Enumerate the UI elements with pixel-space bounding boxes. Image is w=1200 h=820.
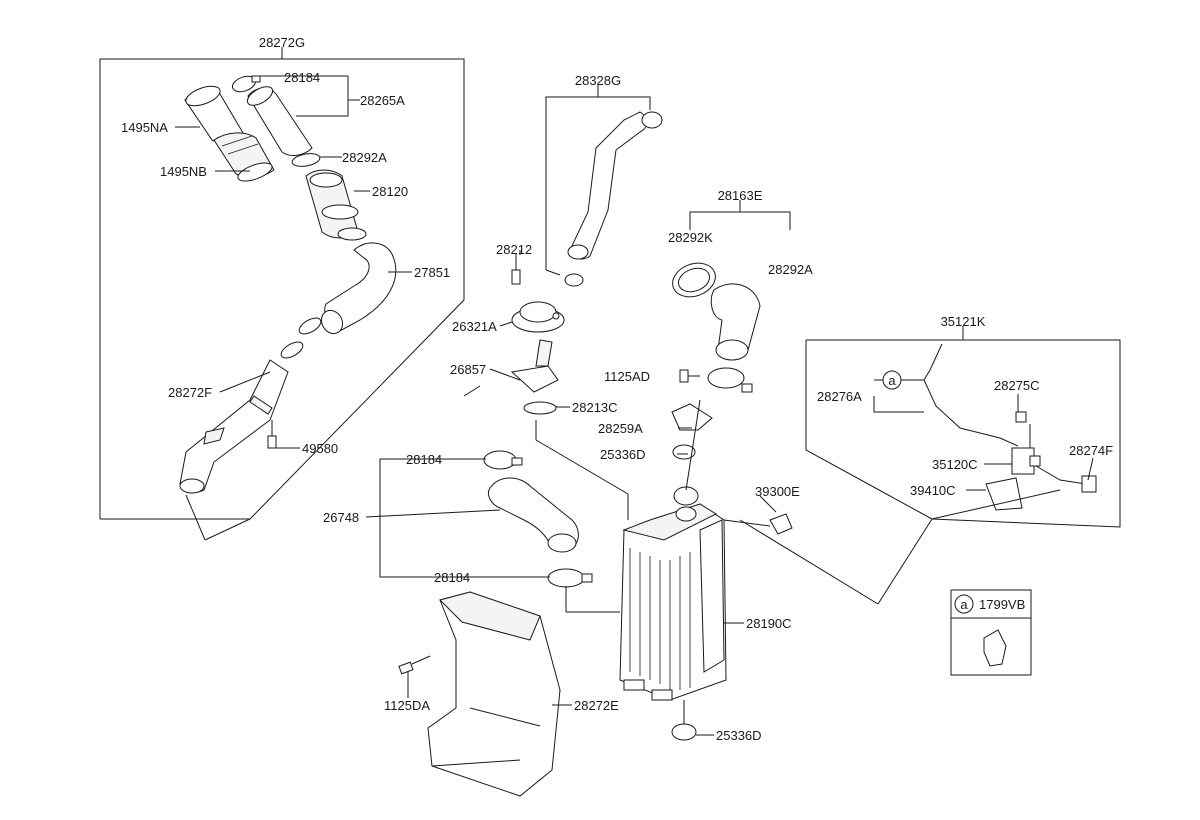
part-39410C-bracket <box>985 477 1023 511</box>
part-1495NB-hose <box>213 132 275 182</box>
part-39300E-sensor <box>723 513 793 535</box>
part-28328G-hose <box>564 111 663 287</box>
label-39300E: 39300E <box>755 484 800 499</box>
label-26857: 26857 <box>450 362 486 377</box>
part-28184-clamp-upper <box>483 450 523 470</box>
label-1495NA: 1495NA <box>121 120 168 135</box>
part-28272F-pipe <box>179 359 289 494</box>
label-28184-upper: 28184 <box>406 452 442 467</box>
label-28184-lower: 28184 <box>434 570 470 585</box>
part-28190C-intercooler <box>619 486 727 701</box>
label-26748: 26748 <box>323 510 359 525</box>
part-clamps-mid <box>280 317 322 359</box>
label-26321A: 26321A <box>452 319 497 334</box>
part-25336D-grommet-top <box>672 444 696 460</box>
label-28212: 28212 <box>496 242 532 257</box>
part-28163E-hose <box>710 283 761 361</box>
part-28275C-clip <box>1015 411 1031 448</box>
label-28259A: 28259A <box>598 421 643 436</box>
label-28120: 28120 <box>372 184 408 199</box>
label-28292A-right: 28292A <box>768 262 813 277</box>
label-28274F: 28274F <box>1069 443 1113 458</box>
label-28184-top: 28184 <box>284 70 320 85</box>
group-26748 <box>365 458 501 578</box>
label-28276A: 28276A <box>817 389 862 404</box>
part-49580-bolt <box>267 420 277 449</box>
legend-marker-a-label: a <box>960 597 968 612</box>
label-25336D-top: 25336D <box>600 447 646 462</box>
part-28259A-bracket <box>671 403 713 431</box>
label-1125DA: 1125DA <box>384 698 430 713</box>
part-28265A-hose <box>246 86 313 156</box>
group-28163E <box>689 200 791 230</box>
label-1495NB: 1495NB <box>160 164 207 179</box>
label-27851: 27851 <box>414 265 450 280</box>
label-1799VB: 1799VB <box>979 597 1025 612</box>
part-28120-coupler <box>305 169 367 241</box>
label-49580: 49580 <box>302 441 338 456</box>
part-28292A-clamp-left <box>291 153 321 167</box>
marker-a-label: a <box>888 373 896 388</box>
label-28213C: 28213C <box>572 400 618 415</box>
part-35121K-tube <box>923 343 1097 493</box>
group-35121K <box>805 326 1121 528</box>
label-28292A-left: 28292A <box>342 150 387 165</box>
part-28213C-gasket <box>523 401 557 415</box>
part-1125AD-bolt <box>679 369 689 383</box>
group-28328G <box>545 85 651 276</box>
label-28190C: 28190C <box>746 616 792 631</box>
part-35120C-valve <box>1011 447 1041 475</box>
legend-1799VB <box>950 589 1032 676</box>
label-25336D-bottom: 25336D <box>716 728 762 743</box>
marker-a-legend: a <box>954 594 974 614</box>
part-labels: 28272G 28184 28265A 1495NA 1495NB 28292A… <box>121 35 1113 743</box>
leader-lines <box>175 75 1094 736</box>
part-26857-housing <box>510 339 559 393</box>
label-28275C: 28275C <box>994 378 1040 393</box>
part-25336D-grommet-bottom <box>671 700 697 741</box>
group-28272G <box>99 47 465 541</box>
marker-a-group: a <box>882 370 902 390</box>
label-39410C: 39410C <box>910 483 956 498</box>
label-35121K: 35121K <box>941 314 986 329</box>
label-28272G: 28272G <box>259 35 305 50</box>
label-28272F: 28272F <box>168 385 212 400</box>
part-28292K-clamp <box>672 262 716 298</box>
label-28292K: 28292K <box>668 230 713 245</box>
part-28272E-duct <box>427 591 561 797</box>
part-1125DA-bolt <box>398 655 431 675</box>
label-28163E: 28163E <box>718 188 763 203</box>
part-28292A-clamp-right <box>707 367 753 393</box>
label-35120C: 35120C <box>932 457 978 472</box>
part-28212-bolt <box>511 254 521 285</box>
part-28184-clamp-top <box>231 75 261 93</box>
part-28184-clamp-lower <box>547 568 593 588</box>
part-26321A-valve <box>511 301 565 333</box>
label-1125AD: 1125AD <box>604 369 650 384</box>
part-26748-hose <box>487 477 579 553</box>
label-28328G: 28328G <box>575 73 621 88</box>
label-28272E: 28272E <box>574 698 619 713</box>
label-28265A: 28265A <box>360 93 405 108</box>
part-27851-hose <box>320 242 397 335</box>
